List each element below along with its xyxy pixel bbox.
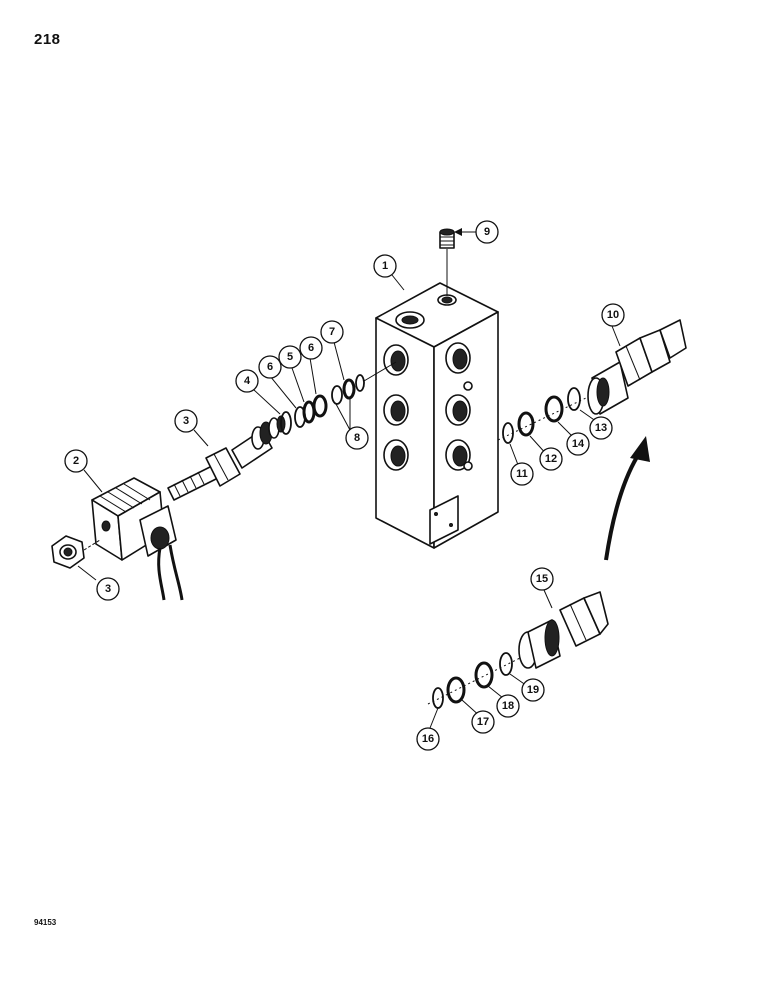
svg-text:8: 8 — [354, 432, 360, 444]
svg-text:11: 11 — [516, 468, 528, 480]
callout-7: 7 — [320, 320, 344, 344]
callout-1: 1 — [373, 254, 397, 278]
figure-id: 94153 — [34, 918, 57, 927]
callout-13: 13 — [589, 416, 613, 440]
callout-9: 9 — [475, 220, 499, 244]
callout-15: 15 — [530, 567, 554, 591]
callout-4: 4 — [235, 369, 259, 393]
callout-8: 8 — [345, 426, 369, 450]
callout-14: 14 — [566, 432, 590, 456]
callout-6a: 6 — [258, 355, 282, 379]
svg-text:7: 7 — [329, 326, 335, 338]
callout-3-cartridge: 3 — [174, 409, 198, 433]
svg-text:4: 4 — [244, 375, 251, 387]
svg-text:3: 3 — [183, 415, 189, 427]
svg-text:6: 6 — [308, 342, 314, 354]
left-seal-stack — [280, 361, 397, 435]
svg-text:10: 10 — [607, 309, 619, 321]
callout-11: 11 — [510, 462, 534, 486]
svg-text:13: 13 — [595, 422, 607, 434]
svg-text:19: 19 — [527, 684, 539, 696]
callout-16: 16 — [416, 727, 440, 751]
callout-12: 12 — [539, 447, 563, 471]
callout-5: 5 — [278, 345, 302, 369]
svg-text:16: 16 — [422, 733, 434, 745]
svg-text:1: 1 — [382, 260, 388, 272]
plug — [439, 228, 455, 296]
svg-text:12: 12 — [545, 453, 557, 465]
callout-6b: 6 — [299, 336, 323, 360]
cartridge-valve — [167, 415, 286, 501]
callout-10: 10 — [601, 303, 625, 327]
svg-text:18: 18 — [502, 700, 514, 712]
callout-2: 2 — [64, 449, 88, 473]
svg-text:3: 3 — [105, 583, 111, 595]
solenoid-coil — [91, 477, 184, 601]
svg-text:15: 15 — [536, 573, 548, 585]
svg-text:9: 9 — [484, 226, 490, 238]
svg-text:17: 17 — [477, 716, 489, 728]
direction-arrow — [604, 436, 650, 561]
svg-text:2: 2 — [73, 455, 79, 467]
valve-body — [375, 282, 499, 549]
right-seal-stack — [497, 387, 587, 444]
svg-text:14: 14 — [572, 438, 585, 450]
relief-valve — [587, 319, 687, 415]
callout-3-nut: 3 — [96, 577, 120, 601]
coil-nut — [51, 535, 101, 569]
page-number: 218 — [34, 31, 61, 48]
alt-relief-valve — [518, 591, 609, 669]
callout-18: 18 — [496, 694, 520, 718]
svg-text:6: 6 — [267, 361, 273, 373]
callout-19: 19 — [521, 678, 545, 702]
svg-text:5: 5 — [287, 351, 293, 363]
callout-17: 17 — [471, 710, 495, 734]
